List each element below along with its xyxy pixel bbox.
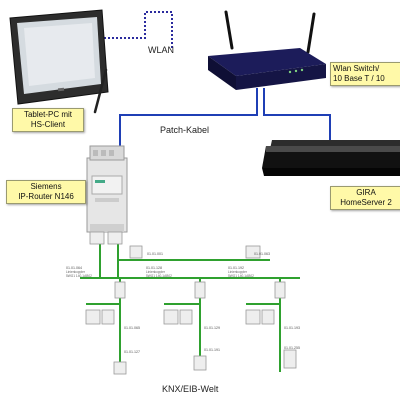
wlan-link <box>104 11 173 48</box>
knx-device-icon <box>163 309 179 325</box>
ip-router-tag: Siemens IP-Router N146 <box>6 180 86 204</box>
tablet-pc-icon <box>9 9 109 105</box>
homeserver-tag: GIRA HomeServer 2 <box>330 186 400 210</box>
knx-device-icon <box>89 231 105 245</box>
address-l2-b: 01.01.191 <box>204 348 220 352</box>
address-l1-b: 01.01.127 <box>124 350 140 354</box>
stylus-icon <box>93 68 108 114</box>
switch-tag: Wlan Switch/ 10 Base T / 10 <box>330 62 400 86</box>
address-l3-b: 01.01.255 <box>284 346 300 350</box>
knx-device-icon <box>245 245 261 259</box>
address-line-1: 01.01.064 <box>66 266 82 270</box>
knx-device-icon <box>261 309 275 325</box>
wlan-label: WLAN <box>148 45 175 55</box>
wlan-router-icon <box>208 10 326 90</box>
knx-device-icon <box>179 309 193 325</box>
knx-device-icon <box>113 361 127 375</box>
address-l3-a: 01.01.193 <box>284 326 300 330</box>
patch-cable-homeserver <box>263 88 331 140</box>
knx-device-icon <box>85 309 101 325</box>
knx-device-icon <box>194 281 206 299</box>
knx-bus <box>80 244 300 372</box>
knx-device-icon <box>283 349 297 369</box>
knx-device-icon <box>107 231 123 245</box>
knx-device-icon <box>129 245 143 259</box>
knx-device-icon <box>245 309 261 325</box>
ip-router-icon <box>86 145 128 233</box>
address-top-b: 01.01.063 <box>254 252 270 256</box>
knx-device-icon <box>193 355 207 371</box>
homeserver-icon <box>262 140 400 176</box>
address-l1-a: 01.01.065 <box>124 326 140 330</box>
address-l2-a: 01.01.129 <box>204 326 220 330</box>
knx-device-icon <box>101 309 115 325</box>
tablet-pc-tag: Tablet-PC mit HS-Client <box>12 108 84 132</box>
knx-world-label: KNX/EIB-Welt <box>162 384 219 394</box>
patch-cable-label: Patch-Kabel <box>160 125 210 135</box>
address-line-2: 01.01.128 <box>146 266 162 270</box>
knx-device-icon <box>274 281 286 299</box>
address-line-3: 01.01.192 <box>228 266 244 270</box>
knx-device-icon <box>114 281 126 299</box>
address-top-a: 01.01.001 <box>147 252 163 256</box>
patch-cable-router <box>119 88 258 158</box>
